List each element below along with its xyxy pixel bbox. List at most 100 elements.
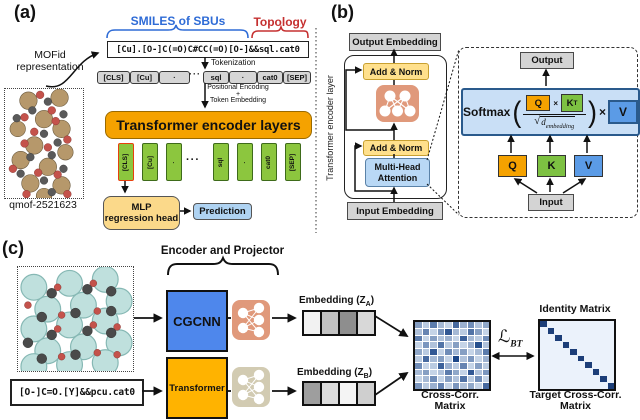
mofid-string-box-c: [O-]C=O.[Y]&&pcu.cat0: [10, 379, 144, 406]
heatmap-cell: [415, 335, 422, 342]
identity-cell: [578, 342, 585, 348]
heatmap-cell: [460, 335, 467, 342]
positional-encoding-line3: Token Embedding: [209, 97, 267, 105]
heatmap-cell: [452, 342, 459, 349]
identity-cell: [570, 369, 577, 375]
identity-cell: [563, 369, 570, 375]
heatmap-cell: [422, 342, 429, 349]
identity-cell: [608, 376, 615, 382]
embedding-cell: [322, 312, 338, 334]
mof-structure-image: [4, 88, 84, 205]
heatmap-cell: [415, 376, 422, 383]
heatmap-cell: [445, 335, 452, 342]
heatmap-cell: [467, 349, 474, 355]
heatmap-cell: [467, 369, 474, 376]
transformer-encoder-layers-box: Transformer encoder layers: [105, 111, 312, 139]
heatmap-cell: [445, 322, 452, 328]
heatmap-cell: [430, 383, 437, 389]
heatmap-cell: [460, 342, 467, 349]
heatmap-cell: [475, 342, 482, 349]
heatmap-cell: [422, 369, 429, 376]
identity-cell: [555, 356, 562, 362]
v-formula-box: V: [608, 100, 639, 124]
identity-cell: [585, 335, 592, 341]
identity-cell: [555, 328, 562, 334]
identity-cell: [548, 362, 555, 368]
cross-corr-line1: Cross-Corr.: [421, 389, 479, 401]
identity-cell: [600, 321, 607, 327]
identity-cell: [585, 328, 592, 334]
identity-cell: [540, 335, 547, 341]
embedding-token-cu: [Cu]: [142, 143, 158, 181]
identity-cell: [570, 342, 577, 348]
heatmap-cell: [475, 362, 482, 369]
heatmap-cell: [437, 356, 444, 362]
formula-times: ×: [599, 105, 607, 119]
add-norm-top-box: Add & Norm: [363, 63, 429, 80]
identity-cell: [570, 356, 577, 362]
heatmap-cell: [482, 322, 489, 328]
embedding-token-cat0-label: cat0: [265, 155, 273, 169]
mlp-regression-head-box: MLP regression head: [103, 196, 180, 230]
identity-cell: [562, 341, 569, 348]
heatmap-cell: [475, 328, 482, 335]
token-dot-1: ·: [159, 71, 190, 84]
identity-cell: [540, 362, 547, 368]
identity-cell: [585, 376, 592, 382]
identity-cell: [570, 335, 577, 341]
mlp-line2: regression head: [104, 213, 179, 224]
token-cat0: cat0: [257, 71, 283, 84]
identity-cell: [585, 369, 592, 375]
identity-cell: [540, 376, 547, 382]
heatmap-cell: [437, 383, 444, 389]
mofid-caption-line2: representation: [16, 60, 84, 73]
heatmap-cell: [467, 328, 474, 335]
identity-cell: [585, 342, 592, 348]
positional-encoding-caption: Positional Encoding + Token Embedding: [206, 84, 270, 105]
heatmap-cell: [445, 362, 452, 369]
heatmap-cell: [460, 376, 467, 383]
topology-header: Topology: [253, 15, 307, 29]
k-transpose-sup: T: [573, 99, 578, 107]
heatmap-cell: [467, 376, 474, 383]
identity-cell: [540, 321, 547, 327]
heatmap-cell: [460, 356, 467, 362]
input-box: Input: [528, 194, 574, 211]
embedding-token-dot-1: ·: [166, 143, 182, 181]
heatmap-cell: [445, 328, 452, 335]
identity-cell: [608, 356, 615, 362]
heatmap-cell: [445, 383, 452, 389]
identity-cell: [600, 376, 607, 383]
identity-cell: [563, 376, 570, 382]
embedding-token-sep: [SEP]: [285, 143, 301, 181]
identity-cell: [548, 321, 555, 327]
identity-cell: [600, 356, 607, 362]
heatmap-cell: [482, 362, 489, 369]
heatmap-cell: [482, 335, 489, 342]
heatmap-cell: [437, 369, 444, 376]
token-cls: [CLS]: [97, 71, 130, 84]
projector-icon-cgcnn: [232, 300, 270, 340]
identity-cell: [585, 356, 592, 362]
identity-cell: [570, 362, 577, 368]
heatmap-cell: [452, 356, 459, 362]
heatmap-cell: [452, 322, 459, 328]
mha-line1: Multi-Head: [374, 162, 421, 172]
projector-cgcnn-glyph: [237, 302, 265, 338]
output-embedding-box: Output Embedding: [349, 33, 441, 51]
identity-cell: [593, 376, 600, 382]
identity-cell: [540, 342, 547, 348]
embedding-token-dot1-label: ·: [170, 160, 178, 164]
identity-cell: [548, 356, 555, 362]
heatmap-cell: [422, 362, 429, 369]
target-cross-corr-label: Target Cross-Corr. Matrix: [518, 390, 633, 412]
heatmap-cell: [415, 362, 422, 369]
heatmap-cell: [422, 349, 429, 355]
heatmap-cell: [445, 342, 452, 349]
identity-cell: [578, 369, 585, 375]
identity-cell: [578, 328, 585, 334]
heatmap-cell: [475, 369, 482, 376]
